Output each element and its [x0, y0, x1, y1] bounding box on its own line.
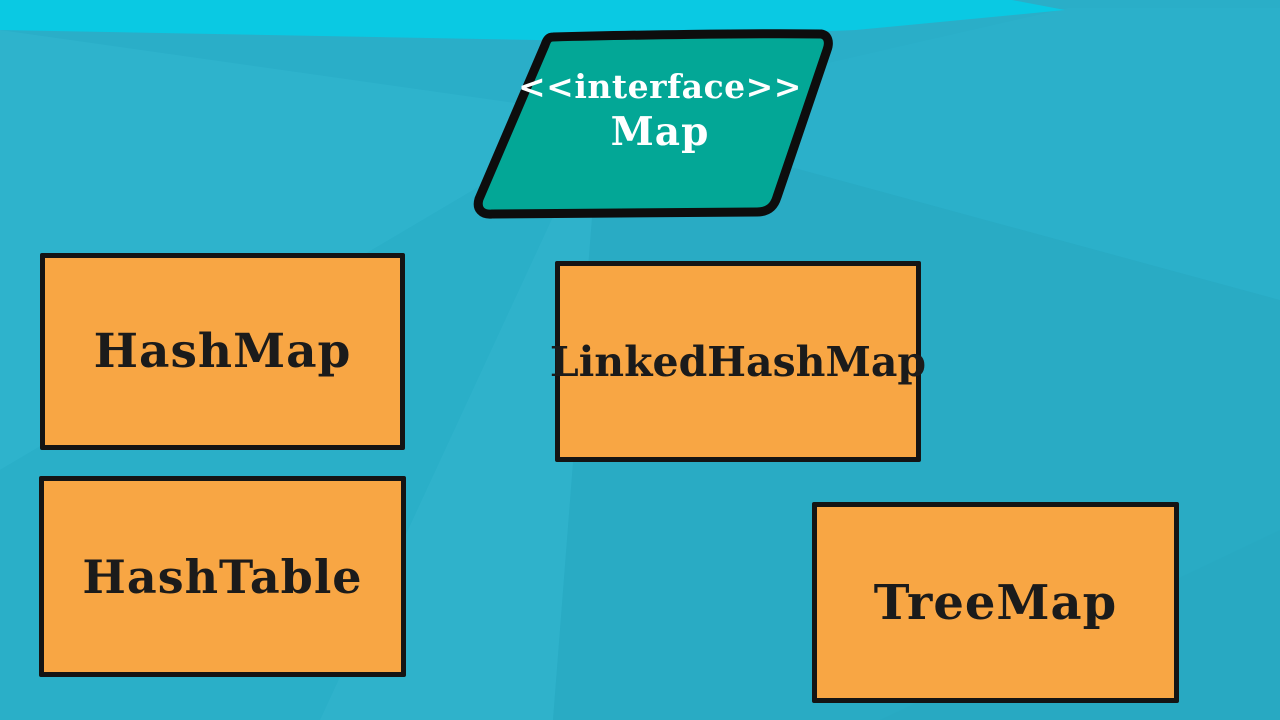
interface-stereotype: <<interface>> [518, 67, 802, 106]
class-node-treemap: TreeMap [812, 502, 1179, 703]
class-node-hashtable: HashTable [39, 476, 406, 677]
interface-node: <<interface>> Map [500, 66, 820, 158]
class-node-linkedhashmap: LinkedHashMap [550, 261, 926, 462]
class-node-label: LinkedHashMap [549, 337, 927, 386]
interface-node-shape [473, 29, 833, 219]
class-node-label: HashTable [82, 549, 363, 604]
class-node-label: HashMap [93, 324, 352, 379]
interface-name: Map [610, 109, 710, 156]
class-node-hashmap: HashMap [40, 253, 405, 450]
class-node-label: TreeMap [873, 574, 1118, 631]
